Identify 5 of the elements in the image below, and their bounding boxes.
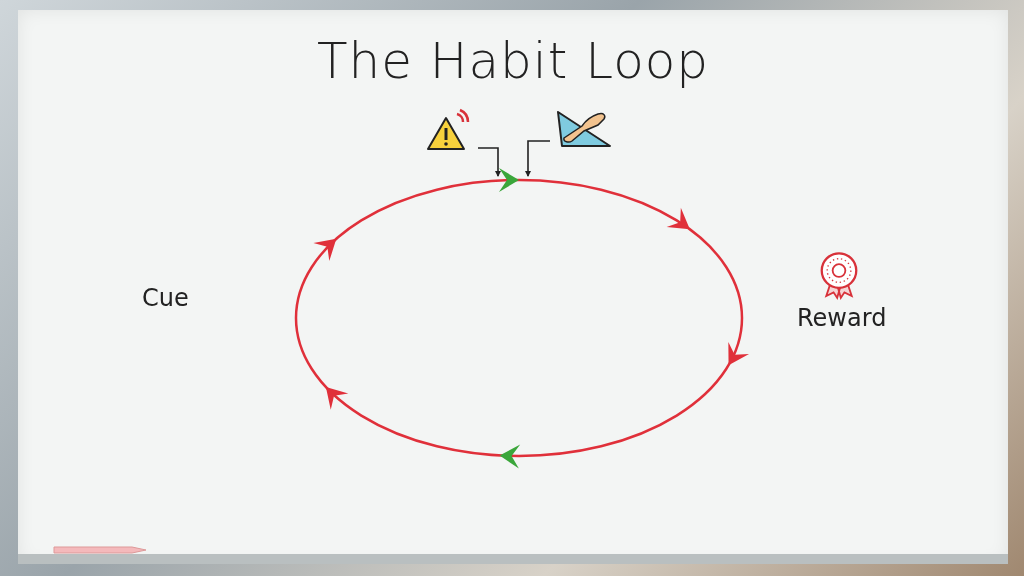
part-label: Cue [142,284,189,312]
part-label: Reward [797,304,887,332]
leader-arrow [477,147,501,177]
title: The Habit Loop [315,32,711,90]
leader-arrow [525,140,551,177]
